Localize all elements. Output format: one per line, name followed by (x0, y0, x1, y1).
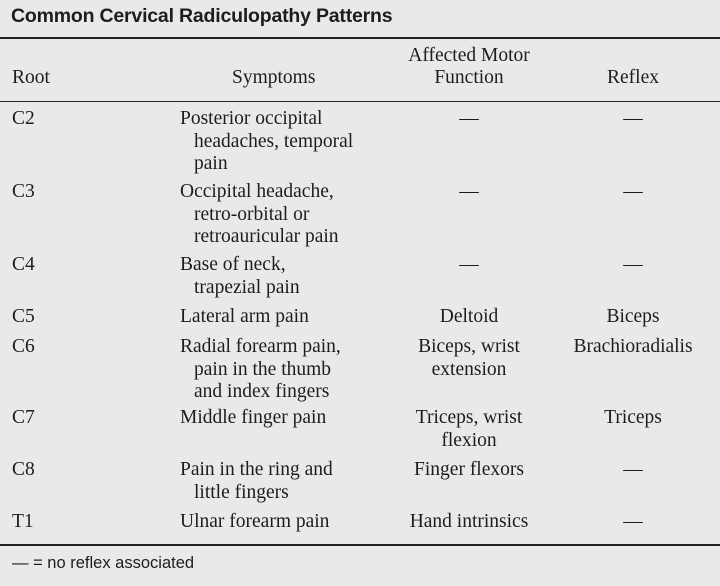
motor-cell: Deltoid (378, 306, 560, 329)
reflex-cell: Triceps (604, 407, 662, 428)
motor-line: Triceps, wrist (415, 407, 523, 428)
symptoms-line: and index fingers (194, 381, 330, 403)
symptoms-line: retro-orbital or (194, 203, 310, 225)
motor-line: Finger flexors (414, 459, 524, 480)
root-cell: C2 (12, 108, 35, 129)
symptoms-cell: Middle finger pain (180, 407, 380, 430)
symptoms-line: little fingers (194, 481, 289, 503)
root-cell: C6 (12, 336, 35, 357)
motor-cell: Finger flexors (378, 459, 560, 482)
symptoms-cell: Base of neck,trapezial pain (180, 254, 380, 299)
symptoms-line: Radial forearm pain, (180, 336, 341, 357)
symptoms-line: trapezial pain (194, 276, 300, 298)
motor-line: Deltoid (439, 306, 499, 327)
table-title: Common Cervical Radiculopathy Patterns (11, 5, 393, 27)
root-cell: C4 (12, 254, 35, 275)
symptoms-line: pain (194, 153, 228, 175)
symptoms-line: Base of neck, (180, 254, 286, 275)
header-motor: Affected Motor Function (378, 45, 560, 89)
motor-cell: — (378, 254, 560, 277)
header-symptoms: Symptoms (232, 67, 316, 88)
symptoms-line: headaches, temporal (194, 130, 354, 152)
motor-line: — (459, 254, 479, 275)
header-motor-line2: Function (434, 67, 504, 88)
reflex-cell: Biceps (606, 306, 660, 327)
motor-line: — (459, 108, 479, 129)
root-cell: C3 (12, 181, 35, 202)
reflex-cell: — (623, 459, 643, 480)
bottom-rule (0, 544, 720, 546)
symptoms-line: Pain in the ring and (180, 459, 333, 480)
symptoms-line: Lateral arm pain (180, 306, 309, 327)
motor-cell: — (378, 108, 560, 131)
root-cell: C5 (12, 306, 35, 327)
symptoms-line: retroauricular pain (194, 226, 339, 248)
root-cell: T1 (12, 511, 34, 532)
motor-cell: — (378, 181, 560, 204)
footnote: — = no reflex associated (12, 554, 195, 572)
motor-line: flexion (441, 429, 497, 451)
header-motor-line1: Affected Motor (408, 45, 530, 66)
symptoms-line: Middle finger pain (180, 407, 327, 428)
reflex-cell: — (623, 511, 643, 532)
symptoms-cell: Ulnar forearm pain (180, 511, 380, 534)
symptoms-cell: Lateral arm pain (180, 306, 380, 329)
motor-line: Hand intrinsics (409, 511, 529, 532)
root-cell: C8 (12, 459, 35, 480)
motor-cell: Hand intrinsics (378, 511, 560, 534)
reflex-cell: Brachioradialis (573, 336, 693, 357)
reflex-cell: — (623, 254, 643, 275)
symptoms-line: pain in the thumb (194, 358, 332, 380)
header-reflex: Reflex (607, 67, 659, 88)
reflex-cell: — (623, 108, 643, 129)
motor-line: Biceps, wrist (418, 336, 520, 357)
top-rule (0, 37, 720, 39)
motor-line: extension (431, 358, 507, 380)
motor-line: — (459, 181, 479, 202)
header-root: Root (12, 67, 50, 88)
root-cell: C7 (12, 407, 35, 428)
header-rule (0, 101, 720, 102)
symptoms-line: Ulnar forearm pain (180, 511, 330, 532)
symptoms-line: Occipital headache, (180, 181, 334, 202)
reflex-cell: — (623, 181, 643, 202)
symptoms-line: Posterior occipital (180, 108, 323, 129)
